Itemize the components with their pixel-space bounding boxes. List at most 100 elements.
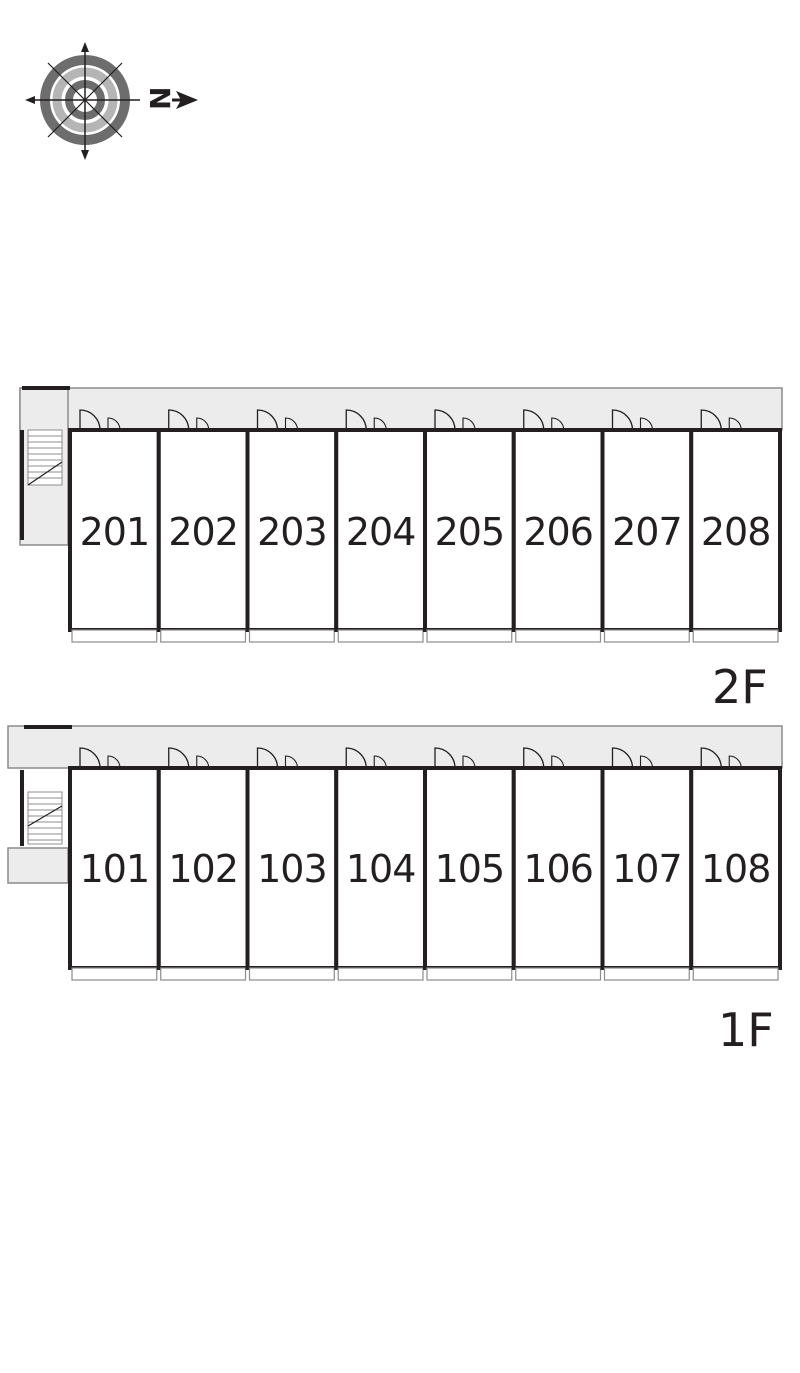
unit-201[interactable]: 201: [68, 409, 161, 643]
unit-107[interactable]: 107: [600, 747, 694, 981]
door-icon: [79, 747, 101, 769]
unit-number: 205: [435, 510, 505, 554]
floor-label-2f: 2F: [712, 660, 768, 714]
floor-1f: 101 102 103 104 105 106 107 108 1F: [7, 725, 783, 1057]
door-icon: [168, 747, 190, 769]
meter-box-icon: [107, 755, 121, 769]
unit-number: 208: [701, 510, 771, 554]
meter-box-icon: [462, 417, 476, 431]
balcony: [692, 967, 779, 981]
north-label: N: [144, 87, 177, 110]
corridor-1f: [7, 725, 783, 769]
unit-room-outline: [689, 428, 782, 632]
door-icon: [611, 409, 634, 431]
unit-room-outline: [68, 428, 161, 632]
unit-number: 203: [257, 510, 327, 554]
unit-204[interactable]: 204: [334, 409, 427, 643]
unit-room-outline: [423, 766, 516, 970]
door-icon: [434, 409, 456, 431]
meter-box-icon: [284, 417, 299, 431]
balcony: [603, 967, 690, 981]
meter-box-icon: [373, 417, 387, 431]
meter-box-icon: [107, 417, 121, 431]
unit-number: 206: [523, 510, 593, 554]
unit-104[interactable]: 104: [334, 747, 427, 981]
unit-number: 102: [168, 847, 238, 891]
unit-number: 103: [257, 847, 327, 891]
unit-203[interactable]: 203: [245, 409, 339, 643]
unit-202[interactable]: 202: [156, 409, 250, 643]
balcony: [71, 629, 158, 643]
balcony: [248, 967, 335, 981]
unit-number: 202: [168, 510, 238, 554]
balcony: [426, 967, 513, 981]
door-icon: [700, 747, 722, 769]
door-icon: [256, 409, 279, 431]
door-icon: [256, 747, 279, 769]
unit-205[interactable]: 205: [423, 409, 516, 643]
unit-room-outline: [511, 766, 605, 970]
staircase-2f: [27, 429, 63, 486]
unit-207[interactable]: 207: [600, 409, 694, 643]
meter-box-icon: [551, 417, 565, 431]
unit-number: 201: [80, 510, 150, 554]
floor-2f: 201 202 203 204 205 206 207 208 2F: [19, 386, 783, 714]
compass-rose-icon: N: [25, 42, 198, 160]
floor-label-1f: 1F: [718, 1003, 774, 1057]
unit-number: 107: [612, 847, 682, 891]
unit-105[interactable]: 105: [423, 747, 516, 981]
meter-box-icon: [373, 755, 387, 769]
door-icon: [345, 747, 367, 769]
door-icon: [523, 409, 545, 431]
meter-box-icon: [728, 755, 742, 769]
meter-box-icon: [728, 417, 742, 431]
unit-101[interactable]: 101: [68, 747, 161, 981]
meter-box-icon: [639, 755, 654, 769]
door-icon: [345, 409, 367, 431]
unit-number: 104: [346, 847, 416, 891]
balcony: [160, 629, 247, 643]
unit-number: 204: [346, 510, 416, 554]
meter-box-icon: [284, 755, 299, 769]
unit-number: 105: [435, 847, 505, 891]
balcony: [692, 629, 779, 643]
unit-103[interactable]: 103: [245, 747, 339, 981]
balcony: [160, 967, 247, 981]
unit-room-outline: [600, 766, 694, 970]
meter-box-icon: [639, 417, 654, 431]
balcony: [71, 967, 158, 981]
balcony: [515, 967, 602, 981]
door-icon: [434, 747, 456, 769]
unit-room-outline: [245, 428, 339, 632]
door-icon: [611, 747, 634, 769]
unit-room-outline: [156, 766, 250, 970]
balcony: [603, 629, 690, 643]
unit-number: 207: [612, 510, 682, 554]
unit-number: 101: [80, 847, 150, 891]
staircase-1f: [27, 791, 63, 845]
meter-box-icon: [462, 755, 476, 769]
unit-number: 106: [523, 847, 593, 891]
meter-box-icon: [196, 417, 210, 431]
meter-box-icon: [551, 755, 565, 769]
meter-box-icon: [196, 755, 210, 769]
door-icon: [79, 409, 101, 431]
unit-number: 108: [701, 847, 771, 891]
unit-208[interactable]: 208: [689, 409, 782, 643]
door-icon: [168, 409, 190, 431]
balcony: [337, 967, 424, 981]
corridor-2f: [19, 387, 783, 431]
balcony: [426, 629, 513, 643]
stair-landing-1f: [7, 847, 69, 884]
unit-102[interactable]: 102: [156, 747, 250, 981]
balcony: [248, 629, 335, 643]
unit-206[interactable]: 206: [511, 409, 605, 643]
door-icon: [700, 409, 722, 431]
unit-108[interactable]: 108: [689, 747, 782, 981]
door-icon: [523, 747, 545, 769]
north-arrow-icon: [176, 91, 198, 109]
unit-106[interactable]: 106: [511, 747, 605, 981]
balcony: [337, 629, 424, 643]
balcony: [515, 629, 602, 643]
